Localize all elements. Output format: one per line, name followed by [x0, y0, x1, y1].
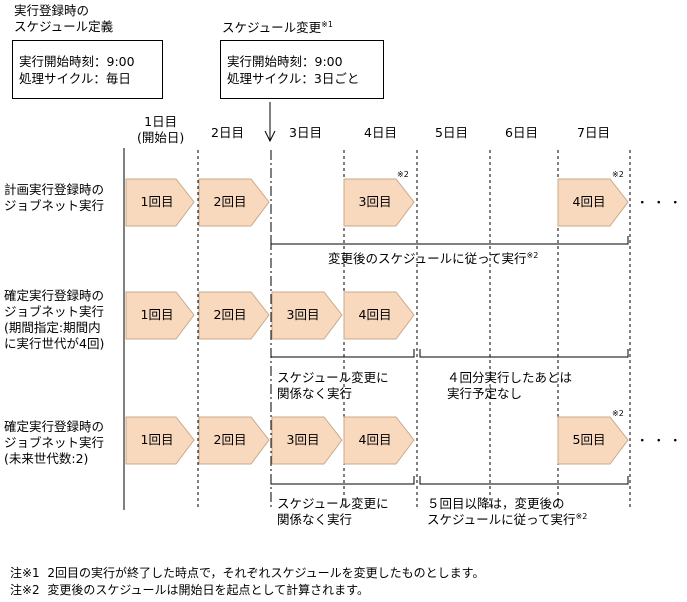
run-label: 4回目	[358, 307, 392, 322]
initial-cycle: 処理サイクル：毎日	[19, 71, 131, 86]
bracket-row3-right-text: ５回目以降は，変更後の スケジュールに従って実行※2	[427, 496, 588, 527]
bracket-row1-text: 変更後のスケジュールに従って実行※2	[328, 250, 539, 266]
bracket-row2-right	[419, 349, 629, 358]
bracket-row1	[270, 236, 629, 245]
change-arrow-head	[264, 130, 276, 143]
run-label: 3回目	[358, 194, 392, 209]
run-label: 4回目	[358, 432, 392, 447]
run-arrow	[271, 416, 343, 465]
initial-schedule-title: 実行登録時の スケジュール定義	[14, 3, 114, 34]
run-label: 3回目	[286, 307, 320, 322]
run-label: 2回目	[213, 194, 247, 209]
row-label-planned: 計画実行登録時の ジョブネット実行	[4, 182, 105, 213]
note-mark: ※2	[397, 170, 409, 179]
bracket-row2-left-text: スケジュール変更に 関係なく実行	[277, 370, 389, 401]
row-label-confirmed-period: 確定実行登録時の ジョブネット実行 (期間指定:期間内 に実行世代が4回)	[4, 288, 105, 351]
run-arrow	[198, 291, 270, 340]
day-1-label: 1日目 (開始日)	[137, 114, 185, 145]
day-2-label: 2日目	[211, 125, 244, 140]
bracket-row2-left	[270, 349, 415, 358]
run-arrow	[343, 291, 415, 340]
run-arrow	[343, 416, 415, 465]
run-label: 1回目	[140, 307, 174, 322]
bracket-row3-left-text: スケジュール変更に 関係なく実行	[277, 496, 389, 527]
note-mark: ※2	[612, 409, 624, 418]
run-arrow	[125, 291, 195, 340]
day-3-label: 3日目	[289, 125, 322, 140]
ellipsis: ・・・	[636, 433, 686, 448]
day-4-label: 4日目	[364, 125, 397, 140]
run-arrow	[343, 178, 415, 227]
bracket-row3-right	[419, 476, 629, 485]
day-7-label: 7日目	[577, 125, 610, 140]
ellipsis: ・・・	[636, 195, 686, 210]
footnote-1: 注※1 2回目の実行が終了した時点で，それぞれスケジュールを変更したものとします…	[10, 566, 485, 580]
bracket-row3-left	[270, 476, 415, 485]
run-label: 4回目	[572, 194, 606, 209]
run-arrow	[271, 291, 343, 340]
run-arrows	[125, 178, 629, 465]
run-arrow	[557, 178, 629, 227]
run-arrow	[198, 178, 270, 227]
row-label-confirmed-future: 確定実行登録時の ジョブネット実行 (未来世代数:2)	[4, 419, 105, 466]
footnote-2: 注※2 変更後のスケジュールは開始日を起点として計算されます。	[10, 583, 369, 597]
schedule-change-title: スケジュール変更※1	[222, 19, 333, 35]
run-label: 2回目	[213, 432, 247, 447]
changed-cycle: 処理サイクル：3日ごと	[227, 71, 360, 86]
run-arrow	[125, 178, 195, 227]
run-arrow	[198, 416, 270, 465]
run-label: 3回目	[286, 432, 320, 447]
day-6-label: 6日目	[505, 125, 538, 140]
run-label: 1回目	[140, 432, 174, 447]
bracket-row2-right-text: ４回分実行したあとは 実行予定なし	[447, 370, 573, 401]
run-arrow	[557, 416, 629, 465]
brackets	[270, 236, 629, 485]
changed-schedule-box: 実行開始時刻：9:00 処理サイクル：3日ごと	[220, 40, 384, 99]
run-arrow	[125, 416, 195, 465]
run-label: 1回目	[140, 194, 174, 209]
run-label: 2回目	[213, 307, 247, 322]
initial-schedule-box: 実行開始時刻：9:00 処理サイクル：毎日	[12, 40, 163, 99]
changed-start-time: 実行開始時刻：9:00	[227, 54, 343, 69]
note-mark: ※2	[612, 170, 624, 179]
day-5-label: 5日目	[435, 125, 468, 140]
initial-start-time: 実行開始時刻：9:00	[19, 54, 135, 69]
run-label: 5回目	[572, 432, 606, 447]
